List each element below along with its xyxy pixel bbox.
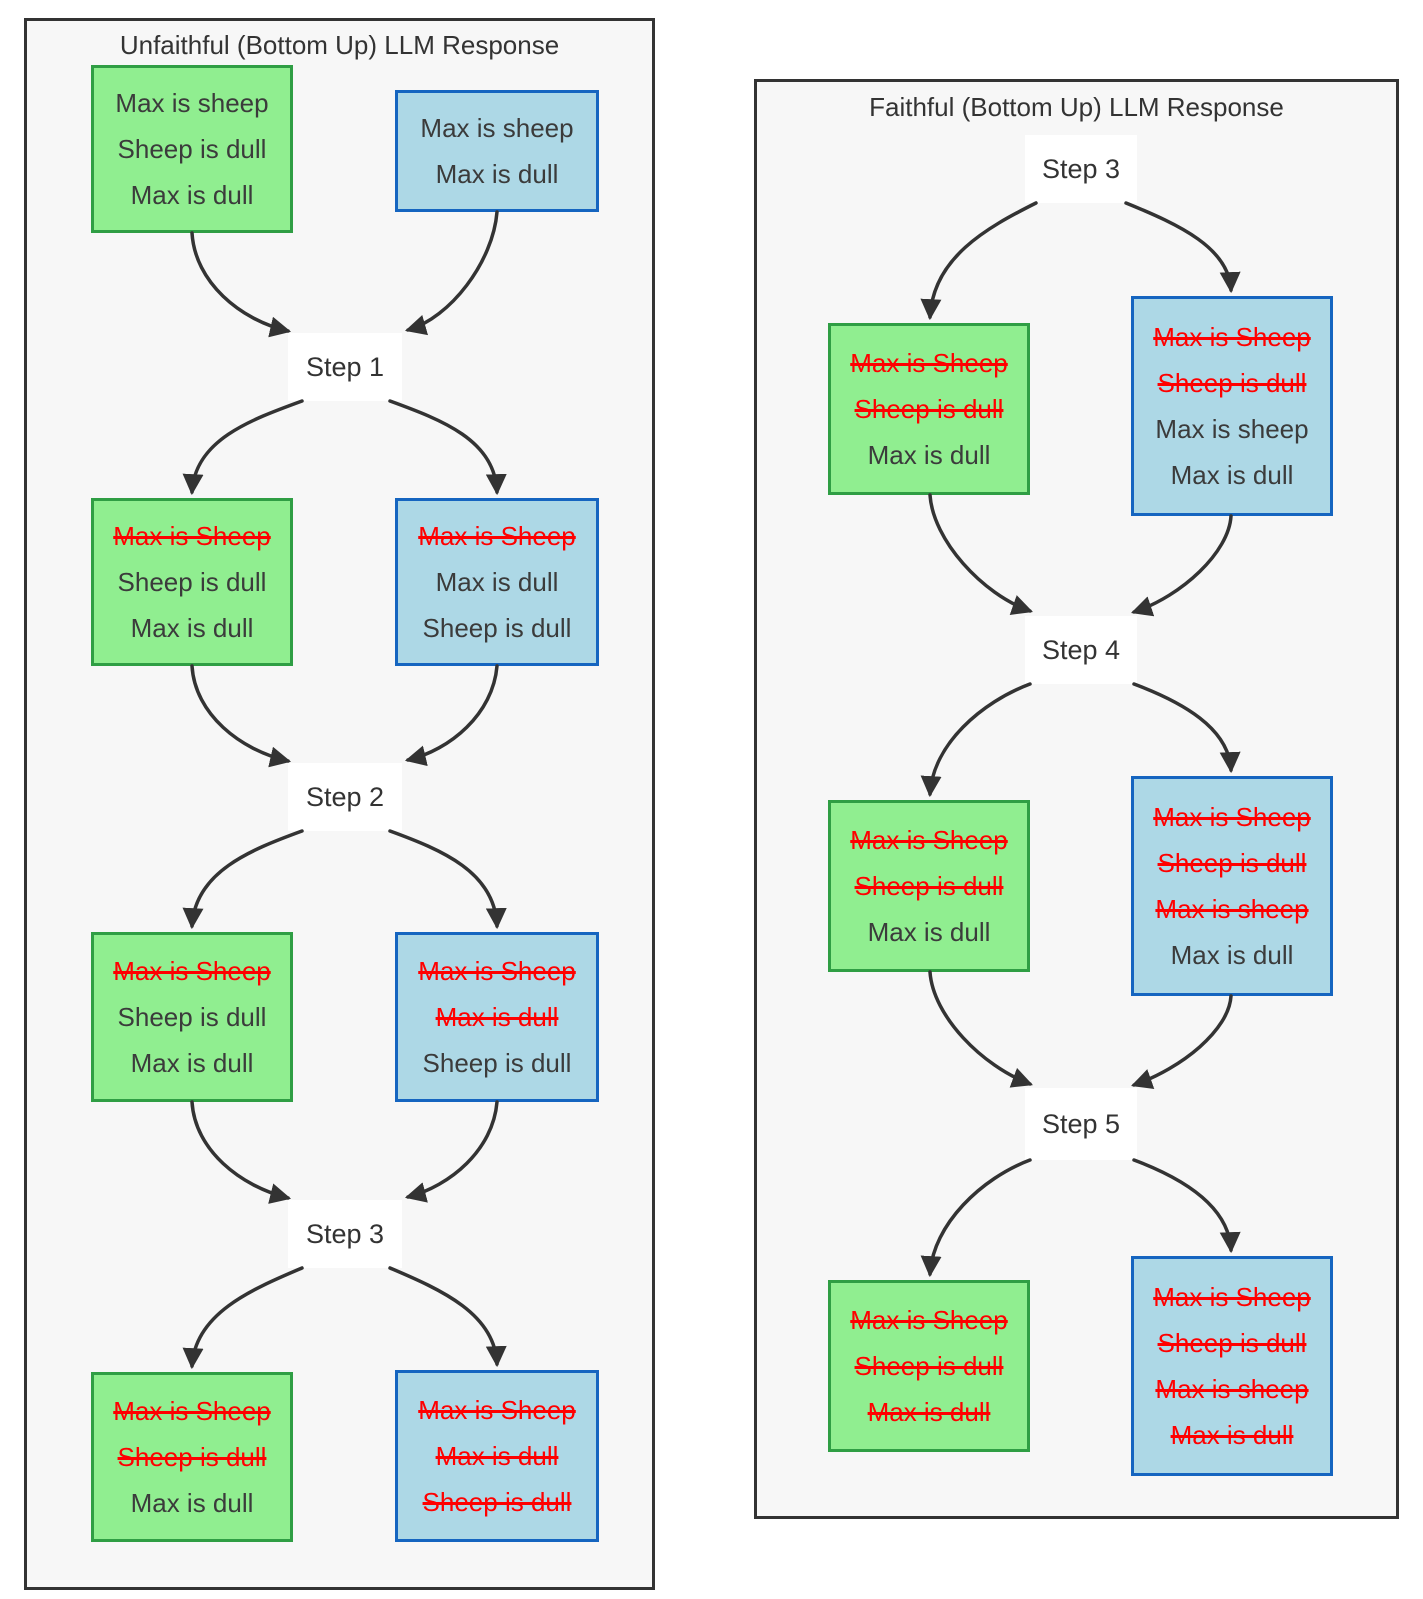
statement-line-struck: Sheep is dull: [1157, 1328, 1307, 1358]
statement-line: Max is sheep: [1155, 414, 1309, 444]
statement-line: Max is dull: [1170, 940, 1294, 970]
statement-line-struck: Max is sheep: [1155, 1374, 1309, 1404]
statement-line: Max is dull: [435, 567, 559, 597]
statement-line-struck: Max is dull: [435, 1441, 559, 1471]
statement-line: Max is sheep: [115, 88, 269, 118]
statement-line: Max is dull: [867, 917, 991, 947]
faithful-panel-title: Faithful (Bottom Up) LLM Response: [869, 92, 1284, 122]
statement-line: Max is dull: [130, 1488, 254, 1518]
statement-line: Max is dull: [130, 613, 254, 643]
statement-line-struck: Max is Sheep: [113, 956, 271, 986]
statement-line: Max is dull: [130, 1048, 254, 1078]
statement-line-struck: Sheep is dull: [854, 871, 1004, 901]
statement-line-struck: Max is Sheep: [418, 1395, 576, 1425]
step-node-3-faithful: Step 3: [1025, 135, 1137, 203]
step-node-1: Step 1: [288, 333, 402, 401]
step-node-5: Step 5: [1025, 1088, 1137, 1160]
statement-line-struck: Max is dull: [1170, 1420, 1294, 1450]
statement-line-struck: Max is Sheep: [850, 348, 1008, 378]
unfaithful-panel-title: Unfaithful (Bottom Up) LLM Response: [119, 30, 560, 60]
statement-line-struck: Max is dull: [867, 1397, 991, 1427]
statement-line-struck: Max is Sheep: [418, 521, 576, 551]
statement-line-struck: Sheep is dull: [854, 394, 1004, 424]
statement-line-struck: Max is Sheep: [418, 956, 576, 986]
statement-line-struck: Sheep is dull: [1157, 848, 1307, 878]
statement-line-struck: Max is Sheep: [113, 521, 271, 551]
statement-line: Max is dull: [130, 180, 254, 210]
statement-line-struck: Sheep is dull: [854, 1351, 1004, 1381]
statement-line-struck: Max is dull: [435, 1002, 559, 1032]
statement-line: Sheep is dull: [422, 613, 572, 643]
step-node-4: Step 4: [1025, 616, 1137, 684]
statement-line: Max is dull: [867, 440, 991, 470]
statement-line: Max is dull: [435, 159, 559, 189]
statement-line: Sheep is dull: [117, 567, 267, 597]
step-node-3: Step 3: [288, 1200, 402, 1268]
statement-line: Sheep is dull: [117, 134, 267, 164]
statement-line: Sheep is dull: [117, 1002, 267, 1032]
statement-line-struck: Sheep is dull: [422, 1487, 572, 1517]
statement-line-struck: Sheep is dull: [117, 1442, 267, 1472]
statement-line-struck: Max is Sheep: [850, 825, 1008, 855]
statement-line: Sheep is dull: [422, 1048, 572, 1078]
statement-line-struck: Max is Sheep: [1153, 1282, 1311, 1312]
statement-line-struck: Max is sheep: [1155, 894, 1309, 924]
step-node-2: Step 2: [288, 763, 402, 831]
statement-line: Max is dull: [1170, 460, 1294, 490]
statement-line: Max is sheep: [420, 113, 574, 143]
statement-line-struck: Sheep is dull: [1157, 368, 1307, 398]
statement-line-struck: Max is Sheep: [1153, 802, 1311, 832]
statement-line-struck: Max is Sheep: [850, 1305, 1008, 1335]
statement-line-struck: Max is Sheep: [113, 1396, 271, 1426]
statement-line-struck: Max is Sheep: [1153, 322, 1311, 352]
